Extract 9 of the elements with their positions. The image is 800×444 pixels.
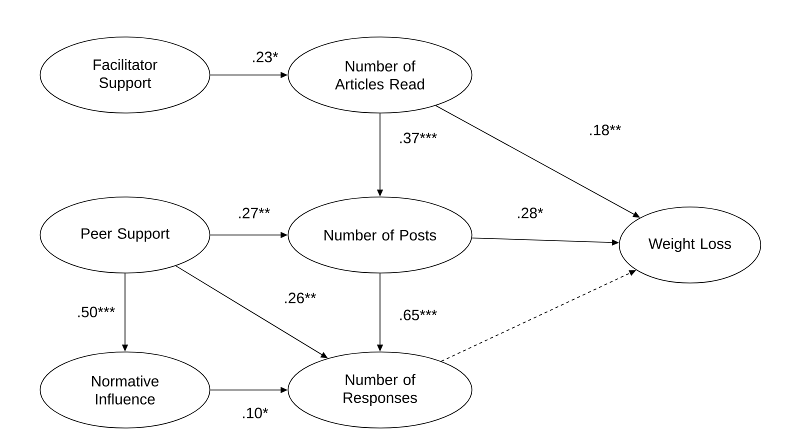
path-coefficient: .50***: [76, 306, 116, 318]
path-coefficient: .23*: [250, 50, 280, 64]
path-coefficient: .26**: [282, 292, 318, 304]
path-coefficient: .65***: [398, 308, 438, 322]
path-coefficient: .37***: [398, 132, 438, 144]
path-coefficient: .28*: [516, 206, 544, 220]
path-coefficient: .27**: [236, 206, 272, 220]
path-coefficient: .10*: [240, 406, 270, 420]
path-coefficient: .18**: [588, 124, 622, 136]
